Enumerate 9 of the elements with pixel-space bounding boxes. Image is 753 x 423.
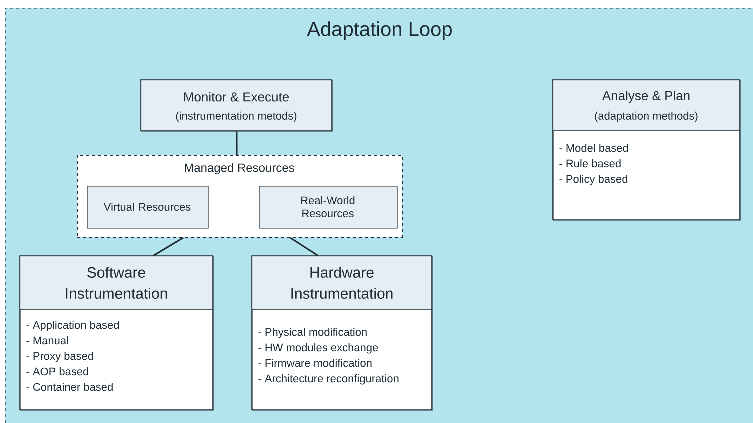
connector-line: [153, 237, 184, 257]
list-box: Hardware Instrumentation - Physical modification - HW modules exchange - Firmware modification - Architecture reconfiguration: [252, 256, 433, 411]
connector-line: [290, 237, 319, 257]
resource-box: Virtual Resources: [87, 186, 209, 229]
process-box: Monitor & Execute (instrumentation metods): [140, 80, 333, 132]
list-box: Software Instrumentation - Application based - Manual - Proxy based - AOP based - Container based: [20, 256, 214, 411]
resource-box: Real-World Resources: [259, 186, 398, 229]
connector-line: [236, 132, 238, 155]
list-box: Analyse & Plan (adaptation methods) - Model based - Rule based - Policy based: [552, 80, 741, 221]
